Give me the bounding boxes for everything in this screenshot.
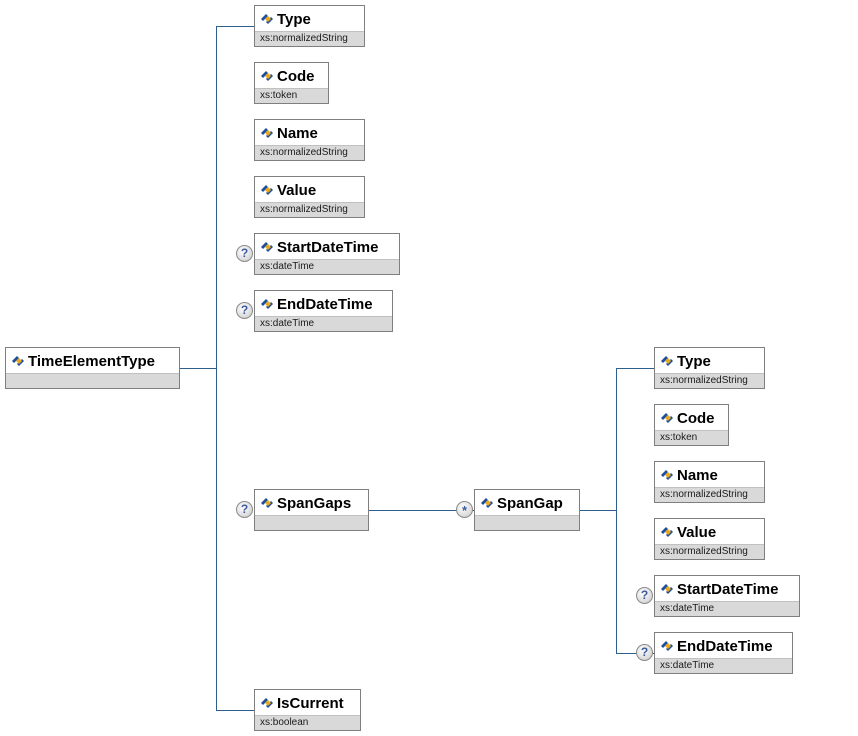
element-icon: [261, 14, 273, 24]
child-element-name[interactable]: Name xs:normalizedString: [254, 119, 365, 161]
element-name: SpanGap: [497, 494, 563, 512]
root-element-node[interactable]: TimeElementType: [5, 347, 180, 389]
node-header: TimeElementType: [6, 348, 179, 374]
element-icon: [661, 527, 673, 537]
element-icon: [661, 641, 673, 651]
child-element-spangaps[interactable]: SpanGaps: [254, 489, 369, 531]
child-element-code[interactable]: Code xs:token: [254, 62, 329, 104]
node-header: IsCurrent: [255, 690, 360, 716]
element-name: Code: [677, 409, 715, 427]
element-icon: [481, 498, 493, 508]
element-type: xs:dateTime: [255, 259, 399, 274]
node-header: EndDateTime: [655, 633, 792, 659]
element-name: Value: [677, 523, 717, 541]
element-type: xs:dateTime: [655, 658, 792, 673]
element-icon: [261, 71, 273, 81]
element-icon: [661, 470, 673, 480]
element-icon: [661, 584, 673, 594]
child-element-iscurrent[interactable]: IsCurrent xs:boolean: [254, 689, 361, 731]
element-icon: [261, 299, 273, 309]
child-element-type[interactable]: Type xs:normalizedString: [254, 5, 365, 47]
element-type: xs:normalizedString: [655, 373, 764, 388]
optional-icon: ?: [636, 587, 653, 604]
element-name: StartDateTime: [677, 580, 779, 598]
node-header: Value: [255, 177, 364, 203]
element-name: Type: [277, 10, 311, 28]
element-type: xs:token: [255, 88, 328, 103]
element-name: EndDateTime: [277, 295, 373, 313]
element-type: xs:boolean: [255, 715, 360, 730]
node-header: StartDateTime: [655, 576, 799, 602]
node-header: StartDateTime: [255, 234, 399, 260]
element-name: Value: [277, 181, 317, 199]
node-header: Name: [655, 462, 764, 488]
element-name: TimeElementType: [28, 352, 155, 370]
element-name: StartDateTime: [277, 238, 379, 256]
spangap-child-name[interactable]: Name xs:normalizedString: [654, 461, 765, 503]
spangap-child-value[interactable]: Value xs:normalizedString: [654, 518, 765, 560]
element-name: EndDateTime: [677, 637, 773, 655]
spangap-node[interactable]: SpanGap: [474, 489, 580, 531]
element-icon: [261, 498, 273, 508]
node-header: SpanGap: [475, 490, 579, 516]
child-element-enddatetime[interactable]: EndDateTime xs:dateTime: [254, 290, 393, 332]
element-type: xs:token: [655, 430, 728, 445]
optional-icon: ?: [636, 644, 653, 661]
element-name: Name: [277, 124, 318, 142]
element-type: [6, 373, 179, 388]
child-element-startdatetime[interactable]: StartDateTime xs:dateTime: [254, 233, 400, 275]
element-type: xs:dateTime: [255, 316, 392, 331]
node-header: Type: [655, 348, 764, 374]
element-icon: [661, 413, 673, 423]
element-icon: [661, 356, 673, 366]
element-name: Type: [677, 352, 711, 370]
node-header: Value: [655, 519, 764, 545]
node-header: Name: [255, 120, 364, 146]
element-icon: [261, 128, 273, 138]
node-header: Type: [255, 6, 364, 32]
element-icon: [12, 356, 24, 366]
element-type: [255, 515, 368, 530]
spangap-child-startdatetime[interactable]: StartDateTime xs:dateTime: [654, 575, 800, 617]
element-name: SpanGaps: [277, 494, 352, 512]
element-icon: [261, 242, 273, 252]
element-icon: [261, 185, 273, 195]
node-header: SpanGaps: [255, 490, 368, 516]
element-name: IsCurrent: [277, 694, 344, 712]
element-type: [475, 515, 579, 530]
element-name: Code: [277, 67, 315, 85]
element-type: xs:normalizedString: [255, 145, 364, 160]
element-type: xs:normalizedString: [655, 544, 764, 559]
node-header: EndDateTime: [255, 291, 392, 317]
element-type: xs:normalizedString: [255, 202, 364, 217]
spangap-child-enddatetime[interactable]: EndDateTime xs:dateTime: [654, 632, 793, 674]
element-icon: [261, 698, 273, 708]
element-type: xs:dateTime: [655, 601, 799, 616]
element-type: xs:normalizedString: [255, 31, 364, 46]
child-element-value[interactable]: Value xs:normalizedString: [254, 176, 365, 218]
element-type: xs:normalizedString: [655, 487, 764, 502]
element-name: Name: [677, 466, 718, 484]
spangap-child-type[interactable]: Type xs:normalizedString: [654, 347, 765, 389]
spangap-child-code[interactable]: Code xs:token: [654, 404, 729, 446]
optional-icon: ?: [236, 302, 253, 319]
optional-icon: ?: [236, 245, 253, 262]
node-header: Code: [655, 405, 728, 431]
multiplicity-icon: *: [456, 501, 473, 518]
node-header: Code: [255, 63, 328, 89]
optional-icon: ?: [236, 501, 253, 518]
